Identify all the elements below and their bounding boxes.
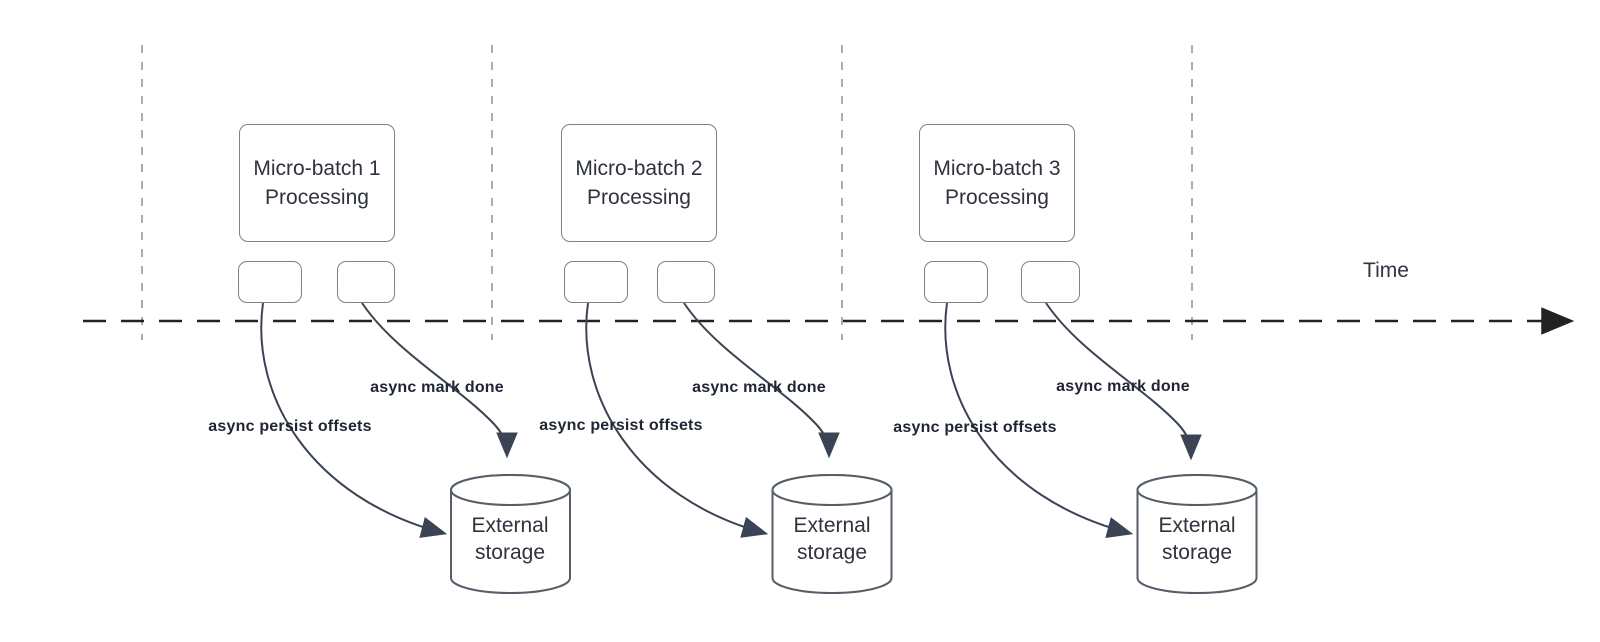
external-storage-cylinder xyxy=(771,474,893,594)
mark-done-label: async mark done xyxy=(692,379,826,396)
external-storage-label-line1: External xyxy=(471,514,549,537)
processing-box-label-line1: Micro-batch 2 xyxy=(575,157,703,180)
mark-done-label: async mark done xyxy=(370,379,504,396)
time-axis-label: Time xyxy=(1363,259,1409,282)
processing-box: Micro-batch 3 Processing xyxy=(919,124,1075,242)
external-storage-label: External storage xyxy=(793,512,870,566)
external-storage-label-line2: storage xyxy=(474,541,546,564)
external-storage-label: External storage xyxy=(471,512,548,566)
processing-box-label-line1: Micro-batch 1 xyxy=(253,157,381,180)
persist-offsets-label: async persist offsets xyxy=(539,417,703,434)
persist-offsets-arrow xyxy=(585,302,769,538)
processing-box-label-line2: Processing xyxy=(587,186,691,209)
persist-offsets-label: async persist offsets xyxy=(893,419,1057,436)
persist-offsets-arrow xyxy=(944,302,1134,539)
processing-box-label-line1: Micro-batch 3 xyxy=(933,157,1061,180)
mark-done-label: async mark done xyxy=(1056,378,1190,395)
persist-offsets-task-box xyxy=(238,261,302,303)
processing-box: Micro-batch 1 Processing xyxy=(239,124,395,242)
external-storage-label-line2: storage xyxy=(796,541,868,564)
mark-done-task-box xyxy=(1021,261,1080,303)
mark-done-task-box xyxy=(337,261,395,303)
external-storage-label-line1: External xyxy=(793,514,871,537)
mark-done-arrow xyxy=(1045,302,1202,461)
persist-offsets-arrow xyxy=(260,302,448,538)
external-storage-cylinder xyxy=(450,474,571,594)
persist-offsets-task-box xyxy=(924,261,988,303)
external-storage-label: External storage xyxy=(1158,512,1235,566)
external-storage-label-line1: External xyxy=(1158,514,1236,537)
mark-done-arrow xyxy=(361,302,518,459)
processing-box: Micro-batch 2 Processing xyxy=(561,124,717,242)
persist-offsets-task-box xyxy=(564,261,628,303)
mark-done-arrow xyxy=(683,302,840,459)
external-storage-cylinder xyxy=(1136,474,1258,594)
external-storage-label-line2: storage xyxy=(1161,541,1233,564)
mark-done-task-box xyxy=(657,261,715,303)
persist-offsets-label: async persist offsets xyxy=(208,418,372,435)
processing-box-label-line2: Processing xyxy=(265,186,369,209)
processing-box-label-line2: Processing xyxy=(945,186,1049,209)
